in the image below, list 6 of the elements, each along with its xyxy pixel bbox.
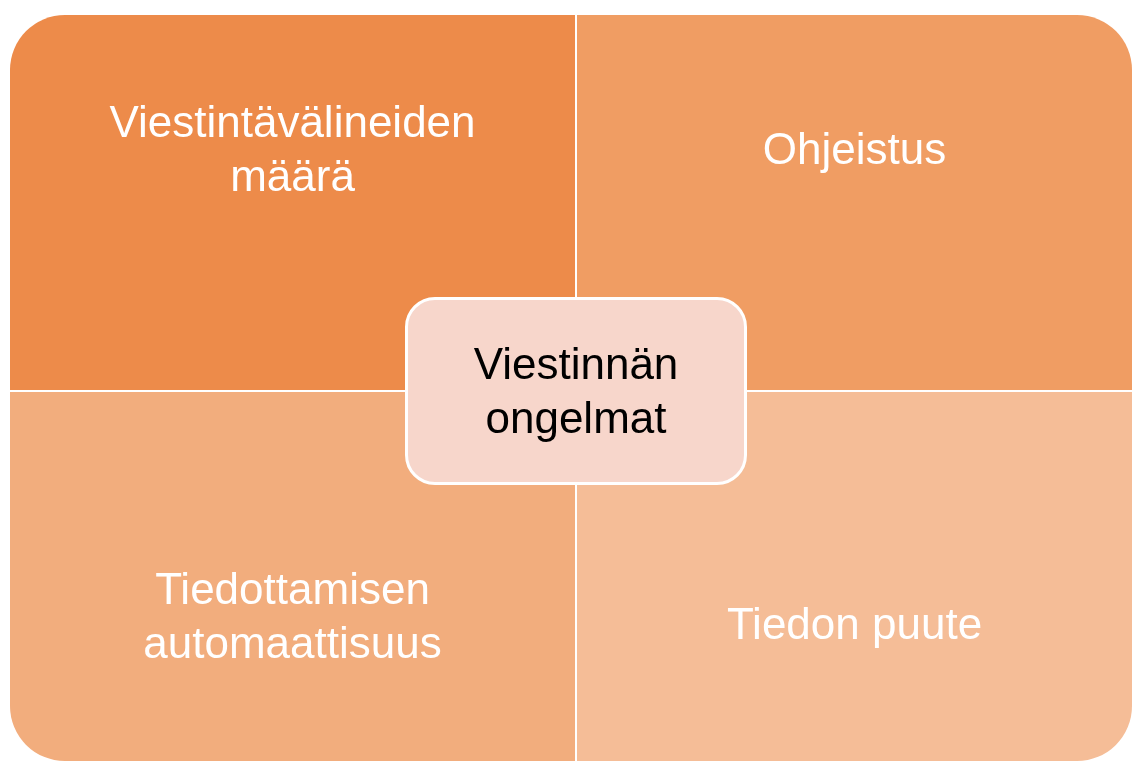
quadrant-label: Viestintävälineiden määrä: [108, 96, 477, 202]
center-box: [405, 297, 747, 485]
quadrant-label: Tiedottamisen automaattisuus: [142, 563, 443, 669]
quadrant-label: Ohjeistus: [762, 123, 947, 175]
center-title: Viestinnän ongelmat: [472, 338, 680, 444]
quadrant-label: Tiedon puute: [726, 598, 983, 650]
